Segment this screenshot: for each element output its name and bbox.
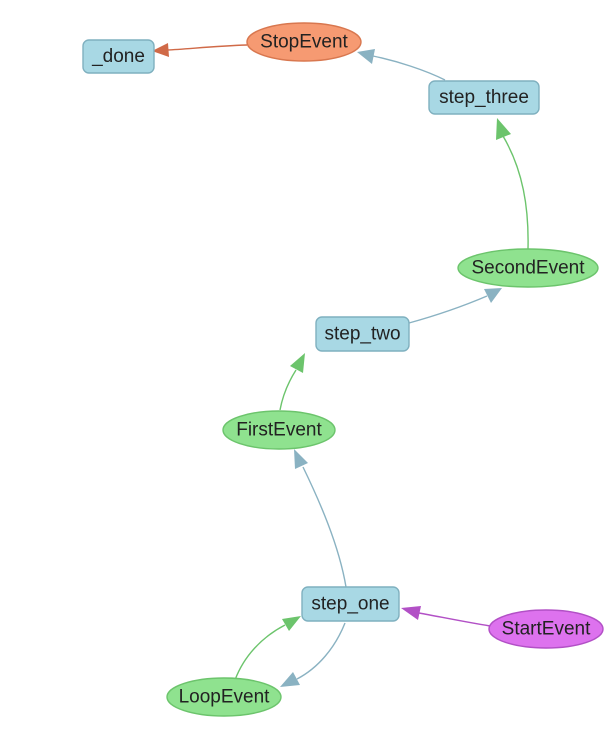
edge-secondevent-to-stepthree-arrowhead bbox=[496, 118, 511, 140]
node-loop-event-shape bbox=[166, 677, 282, 717]
edge-stepone-to-firstevent-arrowhead bbox=[294, 449, 308, 469]
node-start-event-label: StartEvent bbox=[502, 619, 591, 640]
node-loop-event-label: LoopEvent bbox=[179, 687, 271, 708]
edge-loopevent-to-stepone bbox=[234, 624, 286, 681]
node-second-event-shape bbox=[457, 248, 599, 288]
node-done-box bbox=[82, 39, 155, 74]
edges bbox=[152, 43, 529, 687]
node-step-two-label: step_two bbox=[324, 324, 400, 345]
edge-steptwo-to-secondevent bbox=[408, 295, 488, 324]
node-second-event-label: SecondEvent bbox=[471, 258, 585, 279]
node-first-event-shape bbox=[222, 410, 336, 450]
edge-stepone-to-loopevent-arrowhead bbox=[280, 672, 300, 687]
edge-loopevent-to-stepone-arrowhead bbox=[282, 616, 301, 631]
edge-startevent-to-stepone-arrowhead bbox=[401, 606, 421, 620]
edge-stepone-to-loopevent bbox=[296, 622, 346, 680]
edge-stepthree-to-stopevent-arrowhead bbox=[357, 49, 375, 64]
node-first-event[interactable]: FirstEvent bbox=[222, 410, 336, 450]
node-done[interactable]: _done bbox=[82, 39, 155, 74]
edge-stepone-to-firstevent bbox=[302, 466, 347, 588]
node-step-two-box bbox=[315, 316, 410, 352]
edge-secondevent-to-stepthree bbox=[502, 135, 529, 250]
node-stop-event-label: StopEvent bbox=[260, 32, 348, 53]
node-start-event[interactable]: StartEvent bbox=[488, 609, 604, 649]
edge-steptwo-to-secondevent-arrowhead bbox=[484, 288, 502, 303]
edge-firstevent-to-steptwo-arrowhead bbox=[290, 353, 305, 373]
node-step-three-label: step_three bbox=[439, 87, 529, 108]
node-step-one[interactable]: step_one bbox=[301, 586, 400, 622]
edge-firstevent-to-steptwo bbox=[279, 369, 297, 411]
node-step-one-box bbox=[301, 586, 400, 622]
nodes: _done StopEvent step_three SecondEvent s… bbox=[82, 22, 604, 717]
edge-startevent-to-stepone bbox=[418, 612, 491, 627]
node-stop-event-shape bbox=[246, 22, 362, 62]
edge-stopevent-to-done-arrowhead bbox=[152, 43, 169, 57]
node-step-one-label: step_one bbox=[311, 594, 389, 615]
node-stop-event[interactable]: StopEvent bbox=[246, 22, 362, 62]
node-step-three-box bbox=[428, 80, 540, 115]
edge-stepthree-to-stopevent bbox=[372, 55, 446, 81]
node-step-three[interactable]: step_three bbox=[428, 80, 540, 115]
node-first-event-label: FirstEvent bbox=[236, 420, 322, 441]
node-step-two[interactable]: step_two bbox=[315, 316, 410, 352]
node-done-label: _done bbox=[91, 46, 145, 67]
edge-stopevent-to-done bbox=[166, 44, 248, 51]
node-loop-event[interactable]: LoopEvent bbox=[166, 677, 282, 717]
node-start-event-shape bbox=[488, 609, 604, 649]
node-second-event[interactable]: SecondEvent bbox=[457, 248, 599, 288]
